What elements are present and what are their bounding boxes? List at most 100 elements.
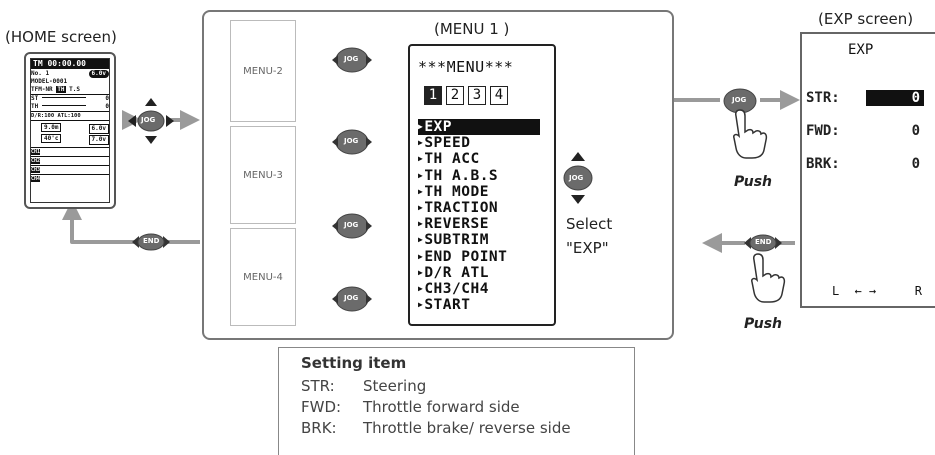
exp-value-fwd[interactable]: 0: [912, 123, 920, 139]
menu-item-speed[interactable]: SPEED: [418, 135, 540, 151]
home-st-value: 0: [105, 95, 109, 103]
home-volt2: 7.0v: [89, 135, 109, 145]
jog-button-menu2[interactable]: JOG: [330, 40, 374, 80]
home-model-no-label: No. 1: [31, 70, 49, 77]
setting-item-box: Setting item STR:Steering FWD:Throttle f…: [278, 347, 635, 455]
home-dr-atl: D/R:100 ATL:100: [31, 112, 109, 121]
home-temp-row: 40'c 7.0v: [31, 135, 109, 143]
menu-item-traction[interactable]: TRACTION: [418, 200, 540, 216]
home-modulation: TFM-NR TH T.S: [31, 86, 109, 95]
exp-row-brk[interactable]: BRK: 0: [806, 156, 924, 172]
home-lcd: TM 00:00.00 No. 1 6.0v MODEL-0001 TFM-NR…: [30, 58, 110, 203]
home-st-label: ST: [31, 95, 38, 102]
submenu-menu2[interactable]: MENU-2: [230, 20, 296, 122]
page-tab-4[interactable]: 4: [490, 86, 508, 105]
menu1-header: ***MENU***: [418, 58, 513, 76]
end-button-home[interactable]: END: [130, 232, 172, 252]
home-st-bar: [42, 97, 86, 98]
select-label: Select "EXP": [566, 212, 612, 260]
menu1-caption: (MENU 1 ): [434, 20, 509, 38]
menu-item-th-abs[interactable]: TH A.B.S: [418, 168, 540, 184]
setting-item-list: STR:Steering FWD:Throttle forward side B…: [301, 376, 571, 439]
exp-axis-left: L: [832, 284, 839, 298]
setting-item-title: Setting item: [301, 354, 406, 372]
end-label: END: [755, 238, 771, 246]
home-caption: (HOME screen): [5, 28, 117, 46]
jog-button-menu3[interactable]: JOG: [330, 122, 374, 162]
exp-label-brk: BRK:: [806, 156, 840, 172]
select-label-line1: Select: [566, 212, 612, 236]
jog-button-bottom[interactable]: JOG: [330, 279, 374, 319]
select-label-line2: "EXP": [566, 236, 612, 260]
jog-label: JOG: [344, 294, 358, 302]
jog-button-menu4[interactable]: JOG: [330, 206, 374, 246]
submenu-label: MENU-3: [243, 170, 283, 181]
home-model-name: MODEL-0001: [31, 78, 109, 86]
submenu-label: MENU-2: [243, 66, 283, 77]
end-push-button[interactable]: END: [742, 232, 784, 254]
home-timer: TM 00:00.00: [31, 59, 109, 69]
home-ch-bar: CH1: [31, 148, 109, 157]
menu-item-end-point[interactable]: END POINT: [418, 249, 540, 265]
menu-item-dr-atl[interactable]: D/R ATL: [418, 265, 540, 281]
home-ts-label: T.S: [69, 86, 80, 93]
home-th-trim: TH 0: [31, 103, 109, 112]
jog-pad-home[interactable]: JOG: [126, 96, 176, 146]
home-voltage-badge: 6.0v: [89, 70, 109, 78]
home-th-badge: TH: [56, 86, 65, 93]
menu-item-reverse[interactable]: REVERSE: [418, 216, 540, 232]
exp-axis-right: R: [915, 284, 922, 298]
exp-axis-row: L ← → R: [832, 284, 928, 298]
page-tab-1[interactable]: 1: [424, 86, 442, 105]
end-label: END: [143, 237, 159, 245]
menu-item-exp[interactable]: EXP: [418, 119, 540, 135]
push-label-bottom: Push: [744, 316, 782, 332]
jog-label: JOG: [344, 221, 358, 229]
home-temp: 40'c: [41, 134, 61, 143]
setting-row-brk: BRK:Throttle brake/ reverse side: [301, 418, 571, 439]
home-ch-bar: CH4: [31, 175, 109, 183]
setting-row-str: STR:Steering: [301, 376, 571, 397]
exp-row-fwd[interactable]: FWD: 0: [806, 123, 924, 139]
jog-label: JOG: [569, 174, 583, 182]
exp-caption: (EXP screen): [818, 10, 913, 28]
home-lap-row: 9.0m 6.0v: [31, 124, 109, 132]
pointing-hand-icon: [750, 252, 786, 304]
home-ch-bar: CH2: [31, 157, 109, 166]
pointing-hand-icon: [732, 108, 768, 160]
page-tab-3[interactable]: 3: [468, 86, 486, 105]
submenu-menu4[interactable]: MENU-4: [230, 228, 296, 326]
jog-select-pad[interactable]: JOG: [558, 150, 598, 206]
menu-item-ch3-ch4[interactable]: CH3/CH4: [418, 281, 540, 297]
page-tab-2[interactable]: 2: [446, 86, 464, 105]
menu-item-th-acc[interactable]: TH ACC: [418, 151, 540, 167]
jog-label: JOG: [344, 137, 358, 145]
exp-row-str[interactable]: STR: 0: [806, 90, 924, 106]
jog-label: JOG: [141, 116, 155, 124]
menu1-item-list: EXP SPEED TH ACC TH A.B.S TH MODE TRACTI…: [418, 119, 540, 313]
exp-label-fwd: FWD:: [806, 123, 840, 139]
home-model-no: No. 1 6.0v: [31, 70, 109, 78]
setting-row-fwd: FWD:Throttle forward side: [301, 397, 571, 418]
exp-label-str: STR:: [806, 90, 840, 106]
home-th-label: TH: [31, 103, 38, 110]
home-channel-bars: CH1 CH2 CH3 CH4: [31, 147, 109, 183]
submenu-label: MENU-4: [243, 272, 283, 283]
home-rx-volt: 6.0v: [89, 124, 109, 134]
menu-item-subtrim[interactable]: SUBTRIM: [418, 232, 540, 248]
jog-label: JOG: [732, 96, 746, 104]
home-th-value: 0: [105, 103, 109, 111]
exp-value-str[interactable]: 0: [866, 90, 924, 106]
jog-label: JOG: [344, 55, 358, 63]
exp-value-brk[interactable]: 0: [912, 156, 920, 172]
exp-title: EXP: [848, 42, 873, 58]
home-lap-time: 9.0m: [41, 123, 61, 132]
home-st-trim: ST 0: [31, 95, 109, 103]
menu-item-start[interactable]: START: [418, 297, 540, 313]
exp-axis-arrows: ← →: [854, 284, 876, 298]
menu-item-th-mode[interactable]: TH MODE: [418, 184, 540, 200]
push-label-top: Push: [734, 174, 772, 190]
submenu-menu3[interactable]: MENU-3: [230, 126, 296, 224]
